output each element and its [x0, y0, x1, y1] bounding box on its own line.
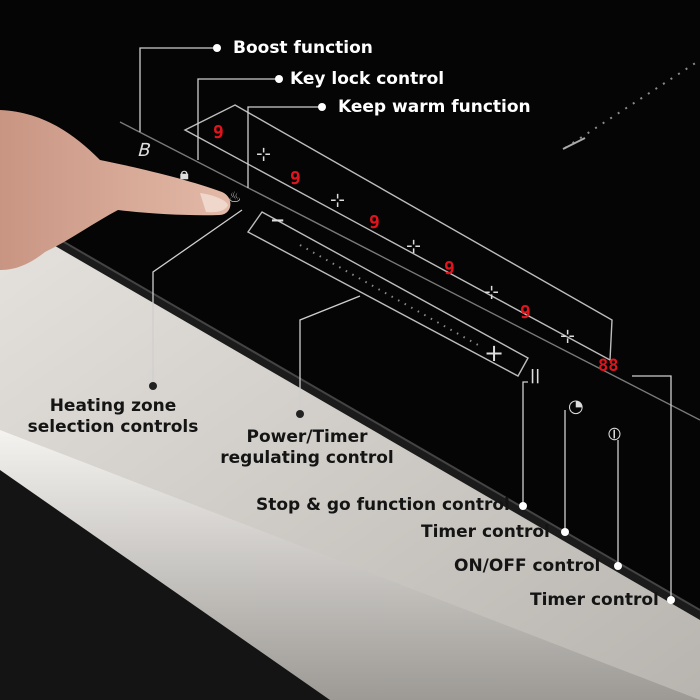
- zone-select-key-1[interactable]: ⊹: [256, 144, 272, 165]
- power-timer-label: Power/Timer regulating control: [220, 427, 394, 469]
- keep-warm-key-icon[interactable]: ♨︎: [228, 188, 242, 206]
- boost-function-label: Boost function: [233, 38, 373, 58]
- keep-warm-label: Keep warm function: [338, 97, 531, 117]
- zone-level-display: 9: [520, 302, 531, 323]
- timer-control-label-2: Timer control: [530, 590, 659, 610]
- cabinet-shadow: [0, 470, 330, 700]
- zone-select-key-2[interactable]: ⊹: [330, 190, 346, 211]
- slider-minus[interactable]: −: [270, 210, 286, 231]
- power-key-icon[interactable]: ⦶: [608, 424, 622, 445]
- timer-key-icon[interactable]: ◔: [568, 396, 584, 417]
- zone-level-display: 9: [369, 212, 380, 233]
- zone-level-display: 9: [213, 122, 224, 143]
- pause-key-icon[interactable]: ||: [530, 368, 541, 384]
- glass-edge: [0, 205, 700, 620]
- zone-select-key-5[interactable]: ⊹: [560, 326, 576, 347]
- timer-control-label: Timer control: [421, 522, 550, 542]
- lock-key-icon[interactable]: 🔒︎: [180, 164, 189, 183]
- on-off-control-label: ON/OFF control: [454, 556, 601, 576]
- zone-level-display: 9: [444, 258, 455, 279]
- zone-panel-outline: [183, 104, 613, 362]
- key-lock-label: Key lock control: [290, 69, 445, 89]
- zone-select-key-4[interactable]: ⊹: [484, 282, 500, 303]
- countertop-edge: [0, 430, 700, 700]
- zone-select-key-3[interactable]: ⊹: [406, 236, 422, 257]
- heating-zone-label: Heating zone selection controls: [27, 396, 199, 438]
- slider-plus[interactable]: +: [484, 339, 505, 367]
- zone-level-display: 9: [290, 168, 301, 189]
- stop-go-label: Stop & go function control: [256, 495, 510, 515]
- timer-display: 88: [598, 356, 619, 376]
- slider-outline: [246, 211, 529, 377]
